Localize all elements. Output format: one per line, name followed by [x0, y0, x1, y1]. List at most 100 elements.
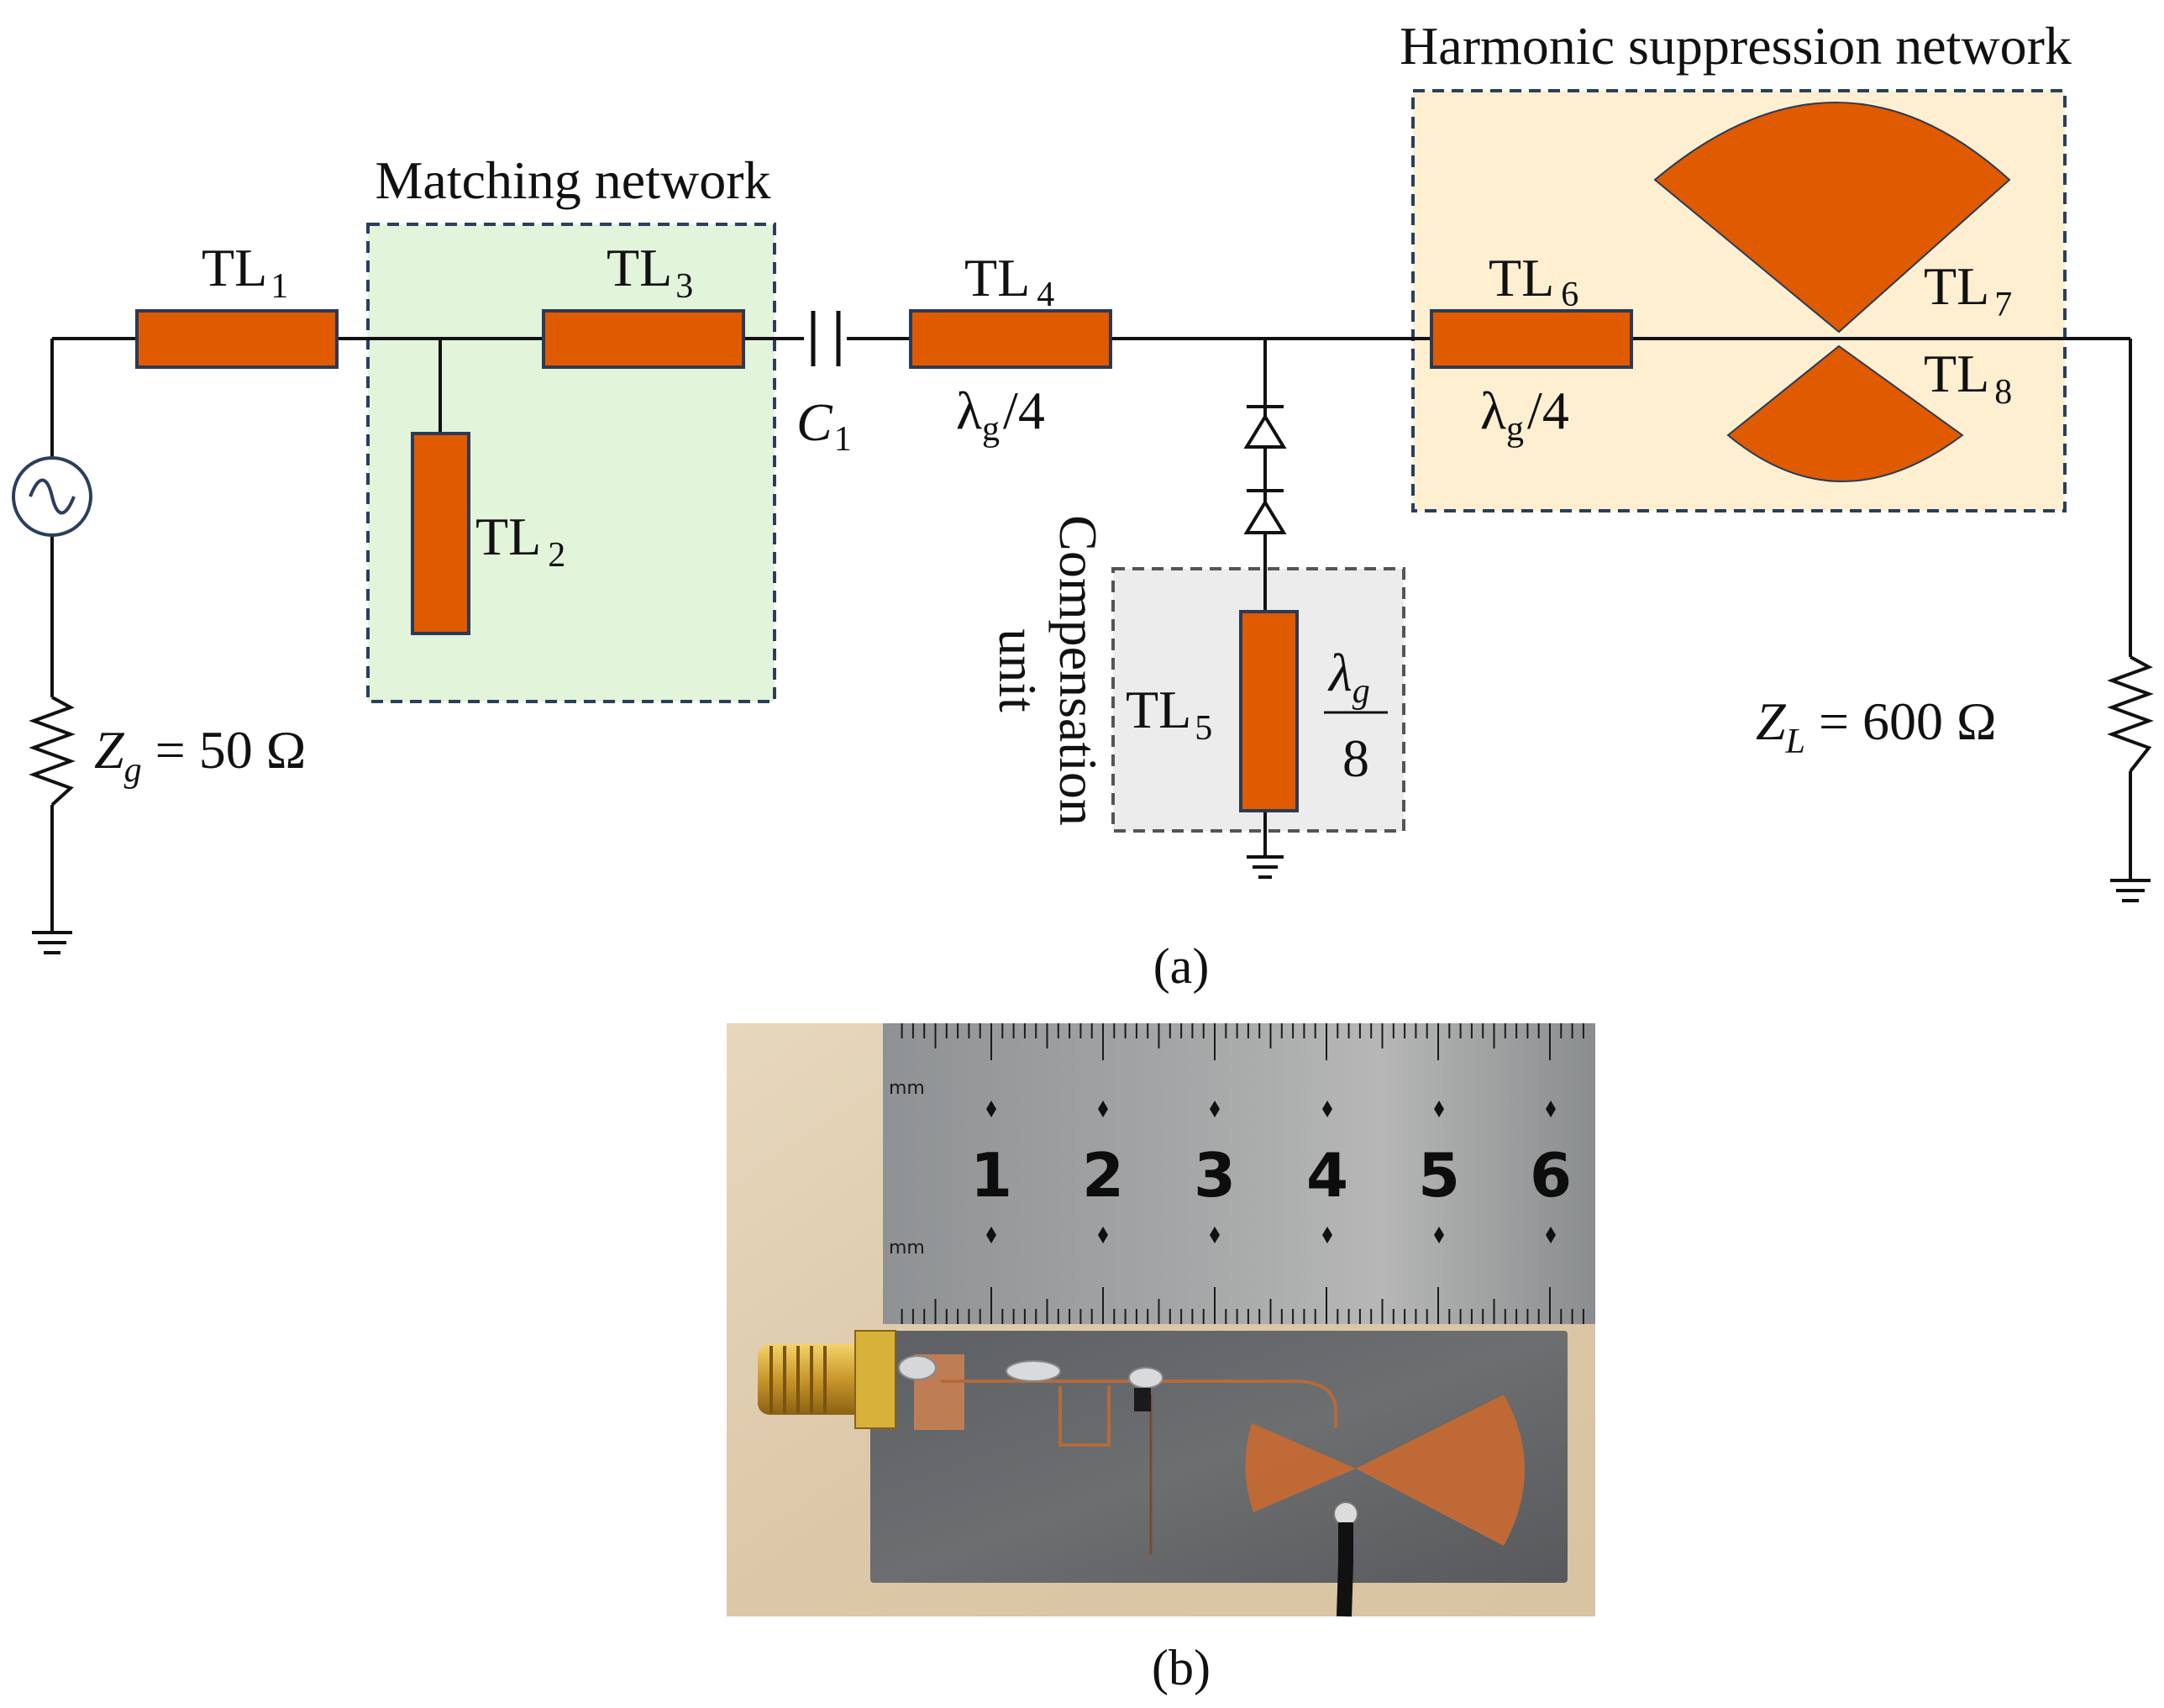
ground-icon-source [32, 931, 72, 954]
tl6-label-sub: 6 [1561, 276, 1578, 314]
ruler-diamond-mark [1546, 1101, 1556, 1117]
zg-value: = 50 Ω [155, 720, 307, 780]
tl4-label-sub: 4 [1037, 276, 1054, 314]
ruler-number: 5 [1418, 1140, 1460, 1211]
zl-label: ZL = 600 Ω [1756, 691, 1997, 761]
ground-icon-compensation [1247, 855, 1284, 879]
ruler-diamond-mark [1434, 1227, 1444, 1243]
tl1-label: TL1 [202, 238, 288, 306]
c1-label-sub: 1 [834, 420, 852, 459]
ruler-diamond-mark [1322, 1101, 1332, 1117]
tl6-lambda-rest: /4 [1527, 381, 1569, 440]
output-cable [1337, 1522, 1353, 1617]
pcb-output-solder [1333, 1501, 1358, 1527]
tl4-lambda-sub: g [982, 410, 1000, 449]
zl-sub: L [1785, 723, 1805, 761]
ruler-number: 6 [1530, 1140, 1572, 1211]
ac-source-icon [12, 456, 92, 537]
pcb-solder-1 [898, 1355, 937, 1380]
pcb-solder-2 [1006, 1360, 1061, 1382]
pcb-radial-stub-right [1356, 1395, 1525, 1546]
caption-a: (a) [1153, 938, 1210, 994]
ruler-diamond-mark [1322, 1227, 1332, 1243]
tl7-radial-stub [1653, 102, 2011, 334]
tl7-label-sub: 7 [1994, 286, 2012, 324]
matching-network-title: Matching network [376, 150, 771, 210]
diode-icon-1 [1243, 405, 1287, 449]
tl1-line [135, 309, 339, 369]
tl5-label: TL5 [1126, 680, 1212, 748]
zl-value: = 600 Ω [1819, 691, 1997, 751]
compensation-title-line1: Compensation [1048, 515, 1108, 826]
tl2-label-sub: 2 [548, 536, 565, 575]
ruler-diamond-mark [1546, 1227, 1556, 1243]
tl4-line [909, 309, 1112, 369]
zg-label: Zg = 50 Ω [94, 720, 306, 790]
c1-label-base: C [796, 392, 833, 452]
capacitor-c1 [811, 311, 841, 366]
tl4-lambda-rest: /4 [1003, 381, 1045, 440]
pcb-solder-3 [1128, 1367, 1163, 1389]
ruler-unit-top: mm [889, 1078, 925, 1099]
tl8-radial-stub [1726, 344, 1964, 482]
tl8-label-sub: 8 [1994, 373, 2012, 412]
harmonic-network-title: Harmonic suppression network [1400, 16, 2072, 76]
tl5-label-base: TL [1126, 680, 1191, 739]
zl-z: Z [1756, 691, 1787, 751]
tl6-line [1430, 309, 1633, 369]
tl5-fraction-numerator: λg [1327, 643, 1370, 711]
ruler-diamond-mark [1098, 1101, 1108, 1117]
diode-icon-2 [1243, 489, 1287, 534]
tl4-lambda: λ [956, 381, 982, 440]
tl8-label-base: TL [1924, 344, 1989, 403]
pcb-feed-line [941, 1380, 1337, 1428]
tl1-label-sub: 1 [270, 267, 288, 306]
load-resistor-icon [2107, 655, 2154, 773]
ruler-number: 4 [1306, 1140, 1348, 1211]
ruler-ticks [901, 1023, 1584, 1324]
tl5-line [1239, 610, 1299, 812]
tl5-numerator-lambda: λ [1327, 643, 1352, 702]
tl2-label-base: TL [475, 507, 541, 566]
tl3-line [542, 309, 745, 369]
tl3-label-base: TL [607, 238, 672, 297]
c1-label: C1 [796, 392, 852, 459]
tl5-fraction-denominator: 8 [1342, 728, 1369, 788]
zg-z: Z [94, 720, 125, 780]
tl7-label-base: TL [1924, 256, 1989, 316]
compensation-unit-title: Compensation unit [988, 515, 1108, 826]
compensation-title-line2: unit [988, 628, 1048, 712]
ruler-number: 1 [970, 1140, 1012, 1211]
tl6-lambda-sub: g [1506, 410, 1524, 449]
tl1-label-base: TL [202, 238, 267, 297]
sma-connector-icon [758, 1330, 896, 1429]
tl3-label: TL3 [607, 238, 693, 306]
tl6-lambda: λ [1480, 381, 1506, 440]
ruler-diamond-mark [1210, 1227, 1220, 1243]
tl5-length-fraction: λg 8 [1324, 643, 1388, 788]
caption-b: (b) [1152, 1640, 1211, 1695]
ruler-diamond-mark [1210, 1101, 1220, 1117]
ruler-diamond-mark [1434, 1101, 1444, 1117]
tl6-length-label: λg/4 [1480, 381, 1569, 449]
ruler-diamond-mark [1098, 1227, 1108, 1243]
ruler-unit-bottom: mm [889, 1238, 925, 1259]
tl4-label-base: TL [964, 248, 1030, 307]
zg-sub: g [124, 751, 142, 790]
ground-icon-load [2110, 879, 2151, 902]
ruler-number: 2 [1082, 1140, 1124, 1211]
tl4-length-label: λg/4 [956, 381, 1045, 449]
source-resistor-icon [29, 696, 76, 807]
ruler-diamond-mark [986, 1101, 996, 1117]
tl3-label-sub: 3 [675, 267, 693, 306]
ruler-number: 3 [1194, 1140, 1236, 1211]
